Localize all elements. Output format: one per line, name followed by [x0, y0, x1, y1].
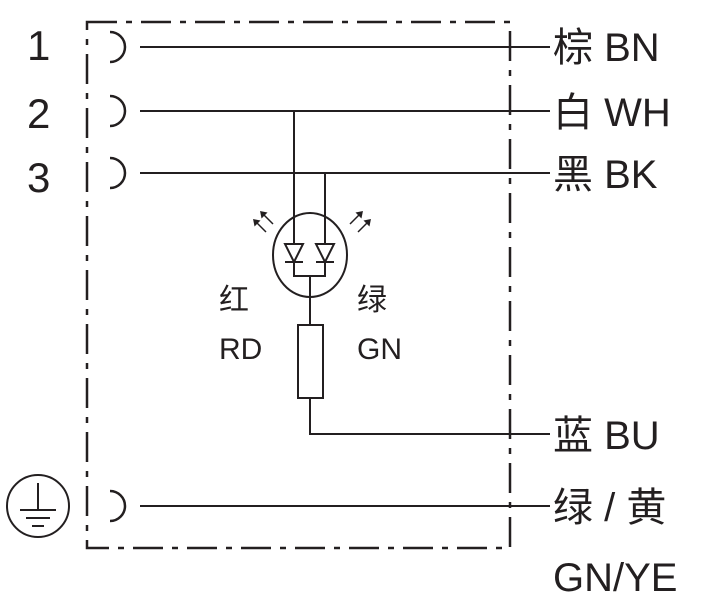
wire-label-blue: 蓝 BU: [553, 414, 660, 458]
green-diode-icon: [314, 243, 336, 265]
pin-number-1: 1: [27, 22, 50, 69]
led-red-label-en: RD: [219, 333, 262, 366]
wire-blue: [309, 398, 550, 435]
housing-outline: [85, 20, 512, 550]
emission-arrows-left-icon: [253, 211, 274, 233]
wire-label-ground-line1: 绿 / 黄: [553, 486, 666, 530]
wire-label-3: 黑 BK: [553, 153, 658, 197]
ground-symbol-icon: [6, 474, 70, 538]
red-diode-icon: [283, 243, 305, 265]
socket-contact-ground: [109, 489, 127, 523]
socket-contact-2: [109, 94, 127, 128]
socket-contact-1: [109, 30, 127, 64]
led-red-label-cn: 红: [219, 284, 249, 317]
led-green-label-cn: 绿: [357, 284, 387, 317]
wire-label-1: 棕 BN: [553, 26, 660, 70]
socket-contact-3: [109, 156, 127, 190]
resistor: [297, 324, 324, 399]
wire-label-ground-line2: GN/YE: [553, 556, 677, 600]
led-green-label-en: GN: [357, 333, 402, 366]
emission-arrows-right-icon: [349, 211, 371, 233]
diode-common-lead: [293, 262, 326, 325]
pin-number-3: 3: [27, 154, 50, 201]
wire-label-2: 白 WH: [553, 91, 671, 135]
pin-number-2: 2: [27, 90, 50, 137]
